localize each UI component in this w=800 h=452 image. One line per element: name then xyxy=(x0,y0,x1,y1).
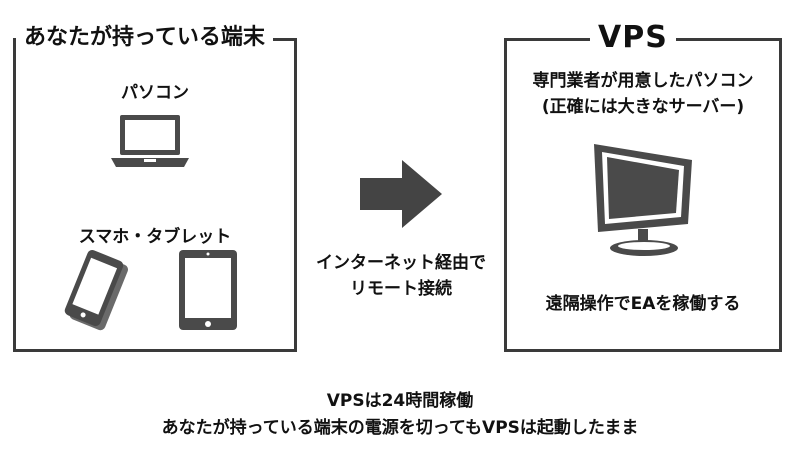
footer-line2: あなたが持っている端末の電源を切ってもVPSは起動したまま xyxy=(161,418,639,438)
user-device-title: あなたが持っている端末 xyxy=(16,20,273,56)
monitor-icon xyxy=(594,144,692,256)
vps-description-line1: 専門業者が用意したパソコン xyxy=(532,71,754,91)
laptop-icon xyxy=(111,115,189,167)
footer-line1: VPSは24時間稼働 xyxy=(326,391,474,411)
pc-label: パソコン xyxy=(121,83,189,103)
tablet-icon xyxy=(179,250,237,330)
vps-title: VPS xyxy=(590,20,676,56)
vps-description-line2: (正確には大きなサーバー) xyxy=(541,97,745,117)
mobile-label: スマホ・タブレット xyxy=(78,227,232,247)
smartphone-icon xyxy=(64,249,129,331)
vps-operation-label: 遠隔操作でEAを稼働する xyxy=(545,294,741,314)
arrow-right-icon xyxy=(360,160,442,228)
connection-label-line1: インターネット経由で xyxy=(316,253,486,273)
connection-label-line2: リモート接続 xyxy=(350,279,452,299)
